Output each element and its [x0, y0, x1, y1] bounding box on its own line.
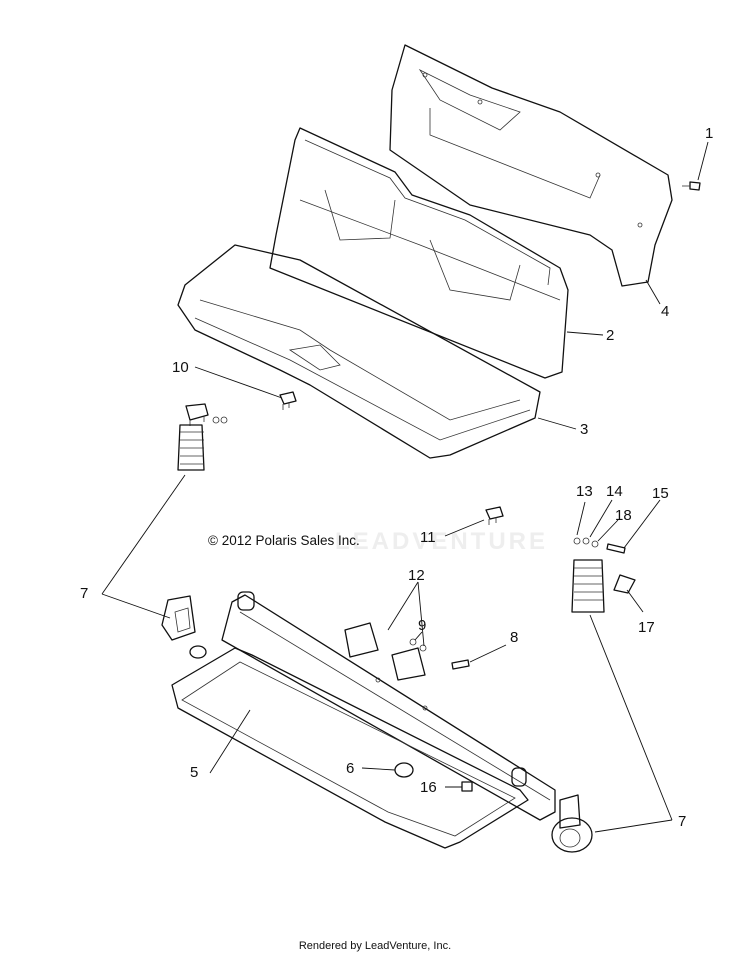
callout-7b: 7 [678, 813, 686, 830]
callout-2: 2 [606, 327, 614, 344]
callout-3: 3 [580, 421, 588, 438]
seat-back-panel[interactable] [389, 44, 673, 287]
screw-part-1[interactable] [682, 181, 701, 191]
callout-7a: 7 [80, 585, 88, 602]
seat-back-cushion[interactable] [269, 127, 569, 379]
callouts: 1 2 3 4 5 6 7 7 8 9 10 11 12 13 14 15 16… [80, 125, 713, 830]
callout-11: 11 [420, 529, 436, 546]
callout-9: 9 [418, 617, 426, 634]
bolt-part-8[interactable] [451, 659, 470, 670]
callout-1: 1 [705, 125, 713, 142]
callout-14: 14 [606, 483, 623, 500]
seat-base-rail[interactable] [221, 591, 556, 821]
seat-frame-part-5[interactable] [171, 647, 529, 849]
leader-lines [101, 141, 709, 833]
watermark: LEADVENTURE [335, 528, 549, 555]
callout-13: 13 [576, 483, 593, 500]
bumper-foot-left[interactable] [189, 645, 207, 659]
callout-16: 16 [420, 779, 437, 796]
seat-belt-buckle-2[interactable] [391, 647, 426, 681]
callout-17: 17 [638, 619, 655, 636]
washer-part-9[interactable] [409, 638, 427, 652]
copyright-text: © 2012 Polaris Sales Inc. [208, 533, 360, 548]
latch-right-part-7[interactable] [551, 794, 593, 853]
seat-bottom-cushion[interactable] [177, 244, 541, 459]
latch-left-part-7[interactable] [161, 595, 196, 641]
callout-12: 12 [408, 567, 425, 584]
grommet-part-6[interactable] [394, 762, 414, 778]
callout-4: 4 [661, 303, 669, 320]
left-spring-latch[interactable] [177, 403, 228, 471]
footer-text: Rendered by LeadVenture, Inc. [298, 940, 452, 952]
callout-5: 5 [190, 764, 198, 781]
clip-part-10[interactable] [279, 391, 297, 410]
callout-10: 10 [172, 359, 189, 376]
callout-15: 15 [652, 485, 669, 502]
callout-6: 6 [346, 760, 354, 777]
seat-belt-buckle-1[interactable] [344, 622, 379, 658]
callout-8: 8 [510, 629, 518, 646]
clip-part-11[interactable] [485, 506, 504, 525]
right-spring-latch[interactable] [571, 537, 636, 613]
nut-part-16[interactable] [461, 781, 473, 792]
callout-18: 18 [615, 507, 632, 524]
